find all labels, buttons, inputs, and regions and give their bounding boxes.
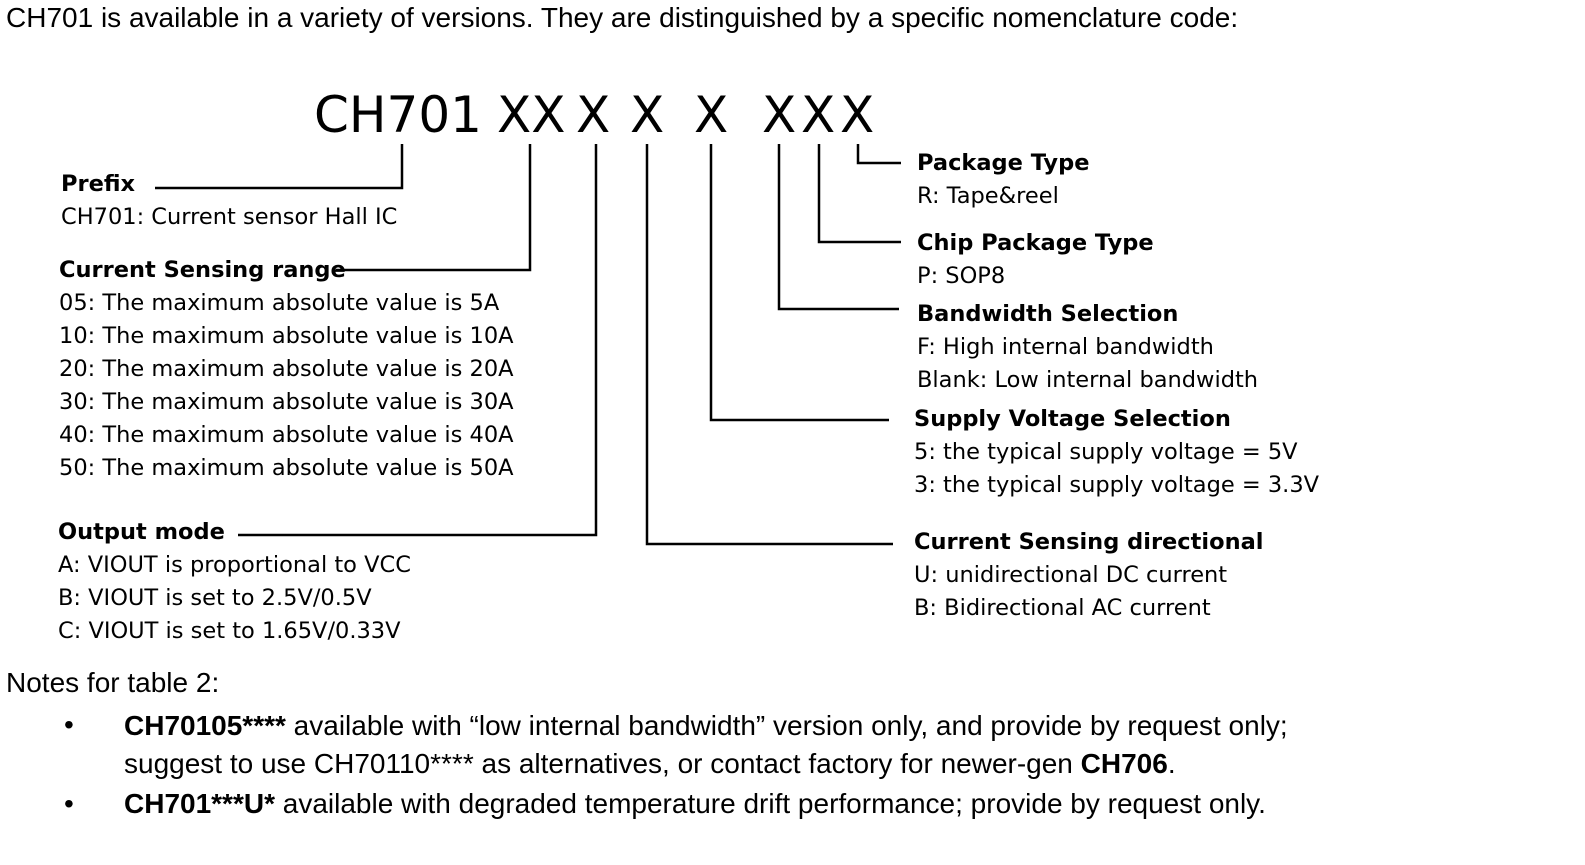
note-1-text: available with “low internal bandwidth” … [285, 710, 1288, 741]
label-output-title: Output mode [58, 519, 225, 545]
line-package [856, 144, 901, 165]
label-bandwidth-line: Blank: Low internal bandwidth [917, 367, 1259, 393]
label-chip-package: Chip Package Type P: SOP8 [917, 227, 1154, 293]
label-range-line: 05: The maximum absolute value is 5A [59, 290, 500, 316]
note-2-text: available with degraded temperature drif… [274, 788, 1266, 819]
bullet: • [64, 788, 74, 819]
label-range-line: 10: The maximum absolute value is 10A [59, 323, 514, 349]
label-direction: Current Sensing directional U: unidirect… [914, 526, 1264, 625]
line-voltage [709, 144, 889, 422]
note-2-line-1: CH701***U* available with degraded tempe… [124, 785, 1266, 823]
label-range-line: 50: The maximum absolute value is 50A [59, 455, 514, 481]
label-voltage-line: 5: the typical supply voltage = 5V [914, 439, 1298, 465]
label-output-line: A: VIOUT is proportional to VCC [58, 552, 411, 578]
label-prefix: Prefix CH701: Current sensor Hall IC [61, 168, 397, 234]
code-chip-package: X [801, 86, 836, 144]
label-range: Current Sensing range 05: The maximum ab… [59, 254, 514, 485]
line-chip-package [817, 144, 901, 244]
label-bandwidth: Bandwidth Selection F: High internal ban… [917, 298, 1258, 397]
label-bandwidth-line: F: High internal bandwidth [917, 334, 1214, 360]
label-voltage-title: Supply Voltage Selection [914, 406, 1231, 432]
label-output-line: C: VIOUT is set to 1.65V/0.33V [58, 618, 401, 644]
line-direction [645, 144, 893, 546]
label-chip-package-title: Chip Package Type [917, 230, 1154, 256]
code-bandwidth: X [762, 86, 797, 144]
label-output-line: B: VIOUT is set to 2.5V/0.5V [58, 585, 372, 611]
line-bandwidth [777, 144, 899, 311]
label-package-line: R: Tape&reel [917, 183, 1059, 209]
label-package-title: Package Type [917, 150, 1090, 176]
label-prefix-line: CH701: Current sensor Hall IC [61, 204, 398, 230]
note-1-part-name: CH706 [1080, 748, 1168, 779]
code-package: X [840, 86, 875, 144]
note-2-part-name: CH701***U* [124, 788, 275, 819]
note-2: CH701***U* available with degraded tempe… [124, 785, 1266, 823]
label-direction-line: B: Bidirectional AC current [914, 595, 1211, 621]
note-1-text: . [1167, 748, 1176, 779]
code-output: X [576, 86, 611, 144]
label-range-line: 40: The maximum absolute value is 40A [59, 422, 514, 448]
notes-title: Notes for table 2: [6, 667, 220, 698]
bullet: • [64, 709, 74, 740]
intro-text: CH701 is available in a variety of versi… [6, 2, 1239, 33]
label-output: Output mode A: VIOUT is proportional to … [58, 516, 411, 648]
label-prefix-title: Prefix [61, 171, 136, 197]
label-range-line: 30: The maximum absolute value is 30A [59, 389, 514, 415]
label-voltage-line: 3: the typical supply voltage = 3.3V [914, 472, 1320, 498]
code-direction: X [630, 86, 665, 144]
code-range: XX [497, 86, 566, 144]
note-1-text: suggest to use CH70110**** as alternativ… [124, 748, 1081, 779]
label-range-title: Current Sensing range [59, 257, 346, 283]
label-direction-title: Current Sensing directional [914, 529, 1264, 555]
code-voltage: X [694, 86, 729, 144]
line-prefix [155, 144, 404, 190]
note-1: CH70105**** available with “low internal… [124, 707, 1288, 783]
label-package: Package Type R: Tape&reel [917, 147, 1089, 213]
note-1-line-1: CH70105**** available with “low internal… [124, 707, 1288, 745]
note-1-part-name: CH70105**** [124, 710, 286, 741]
label-range-line: 20: The maximum absolute value is 20A [59, 356, 514, 382]
note-1-line-2: suggest to use CH70110**** as alternativ… [124, 745, 1288, 783]
label-chip-package-line: P: SOP8 [917, 263, 1006, 289]
line-output [238, 144, 598, 537]
label-voltage: Supply Voltage Selection 5: the typical … [914, 403, 1319, 502]
label-direction-line: U: unidirectional DC current [914, 562, 1228, 588]
code-prefix: CH701 [314, 86, 482, 144]
label-bandwidth-title: Bandwidth Selection [917, 301, 1179, 327]
line-range [336, 144, 532, 272]
